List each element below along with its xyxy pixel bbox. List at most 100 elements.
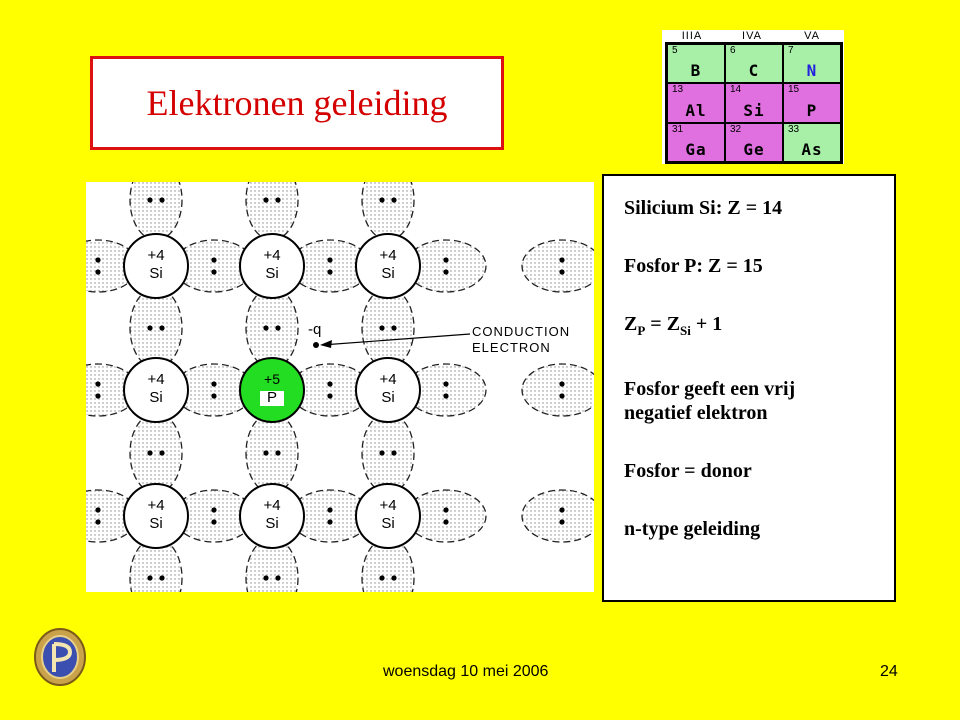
symbol-highlight [260,391,284,406]
element-symbol: C [748,61,760,81]
valence-electron [275,197,281,203]
element-symbol: As [801,139,823,159]
valence-electron [391,325,397,331]
covalent-bond [521,239,594,293]
title-box: Elektronen geleiding [90,56,504,150]
valence-electron [211,519,217,525]
valence-electron [327,257,333,263]
silicon-atom: +4Si [239,233,305,299]
atomic-number: 32 [730,123,742,135]
info-line: Fosfor = donor [624,460,752,482]
covalent-bond [129,182,183,241]
info-line: Silicium Si: Z = 14 [624,197,783,219]
atom-symbol: Si [381,265,394,282]
valence-electron [275,450,281,456]
valence-electron [391,197,397,203]
valence-electron [263,197,269,203]
silicon-atom: +4Si [355,483,421,549]
atomic-number: 6 [730,45,736,56]
valence-electron [147,450,153,456]
valence-electron [559,381,565,387]
valence-electron [211,269,217,275]
valence-electron [443,257,449,263]
atom-symbol: Si [381,515,394,532]
slide-title: Elektronen geleiding [146,83,448,123]
element-symbol: B [690,61,702,81]
valence-electron [211,393,217,399]
element-symbol: Si [743,100,765,120]
covalent-bond [361,182,415,241]
atom-charge: +4 [147,371,164,388]
valence-electron [95,381,101,387]
valence-electron [95,269,101,275]
valence-electron [263,575,269,581]
atomic-number: 5 [672,45,678,56]
valence-electron [327,269,333,275]
element-symbol: P [806,100,818,120]
atom-charge: +4 [147,497,164,514]
eq-mid: = Z [645,313,681,335]
atomic-number: 15 [788,84,800,96]
valence-electron [159,450,165,456]
covalent-bond [361,412,415,494]
atom-symbol: Si [149,265,162,282]
atom-symbol: P [267,389,277,406]
atom-charge: +4 [263,497,280,514]
info-line: Fosfor P: Z = 15 [624,255,763,277]
valence-electron [327,381,333,387]
valence-electron [443,507,449,513]
conduction-label-1: CONDUCTION [472,324,570,339]
valence-electron [379,450,385,456]
valence-electron [275,575,281,581]
valence-electron [559,507,565,513]
info-box: Silicium Si: Z = 14 Fosfor P: Z = 15 ZP … [602,174,896,602]
valence-electron [159,325,165,331]
silicon-atom: +4Si [239,483,305,549]
conduction-label-2: ELECTRON [472,340,551,355]
logo-icon [34,628,86,686]
covalent-bond [245,182,299,241]
eq-sub-si: Si [680,323,691,338]
atom-charge: +5 [264,371,280,387]
element-symbol: Ga [685,139,707,159]
phosphorus-atom: +5P [239,357,305,423]
conduction-electron [313,342,319,348]
valence-electron [379,325,385,331]
covalent-bond [521,489,594,543]
valence-electron [443,393,449,399]
atom-charge: +4 [263,247,280,264]
valence-electron [275,325,281,331]
silicon-atom: +4Si [355,233,421,299]
atom-symbol: Si [381,389,394,406]
valence-electron [327,393,333,399]
eq-sub-p: P [637,323,646,338]
arrow-head-icon [320,340,332,348]
valence-electron [559,519,565,525]
group-headers: IIIA IVA VA [662,30,844,42]
valence-electron [211,381,217,387]
silicon-atom: +4Si [123,357,189,423]
valence-electron [379,575,385,581]
covalent-bond [245,412,299,494]
valence-electron [327,507,333,513]
valence-electron [559,393,565,399]
valence-electron [95,507,101,513]
atom-symbol: Si [149,515,162,532]
atomic-number: 31 [672,123,684,135]
atom-symbol: Si [149,389,162,406]
element-symbol: N [806,61,818,81]
valence-electron [559,257,565,263]
valence-electron [147,575,153,581]
atomic-number: 14 [730,84,742,96]
valence-electron [391,450,397,456]
element-symbol: Ge [743,139,765,159]
element-symbol: Al [685,100,707,120]
lattice-svg: +4Si+4Si+4Si+4Si+5P+4Si+4Si+4Si+4Si -q C… [86,182,594,592]
